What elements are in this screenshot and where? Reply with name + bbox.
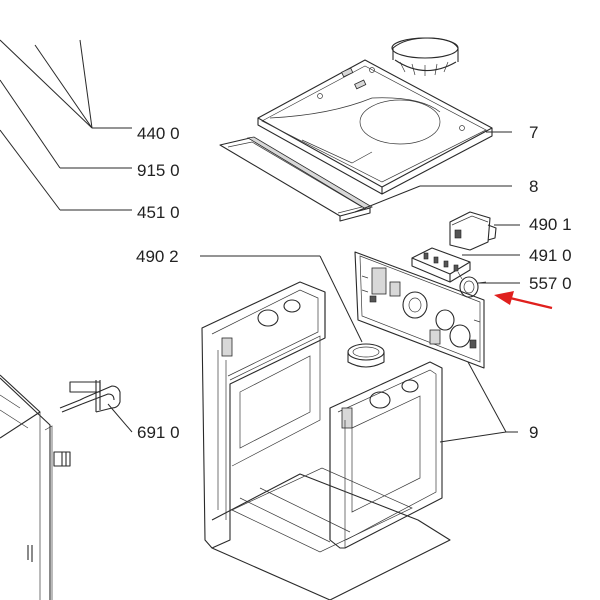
highlight-arrow-icon (494, 291, 553, 310)
left-cabinet (0, 374, 71, 600)
rear-control-panel (354, 251, 485, 369)
callout-labels: 440 0 915 0 451 0 7 8 490 1 490 2 491 0 … (136, 123, 572, 442)
oven-cavity-frame (201, 281, 451, 600)
heating-element-bracket (59, 380, 121, 413)
leader-lines-right (107, 131, 520, 443)
callout-7: 7 (529, 123, 538, 142)
callout-490-1: 490 1 (529, 215, 572, 234)
callout-8: 8 (529, 177, 538, 196)
terminal-block (411, 247, 471, 283)
callout-9: 9 (529, 423, 538, 442)
thermostat-ring (457, 271, 487, 298)
callout-491-0: 491 0 (529, 246, 572, 265)
leader-lines-upper-left (0, 39, 132, 211)
callout-440-0: 440 0 (137, 124, 180, 143)
callout-557-0: 557 0 (529, 274, 572, 293)
fan-ring (347, 343, 385, 368)
fan-motor (391, 37, 459, 76)
callout-490-2: 490 2 (136, 247, 179, 266)
callout-691-0: 691 0 (137, 423, 180, 442)
front-trim-strip (219, 136, 373, 222)
callout-915-0: 915 0 (137, 161, 180, 180)
top-cover-plate (257, 59, 493, 195)
plug-connector (449, 211, 497, 251)
callout-451-0: 451 0 (137, 203, 180, 222)
